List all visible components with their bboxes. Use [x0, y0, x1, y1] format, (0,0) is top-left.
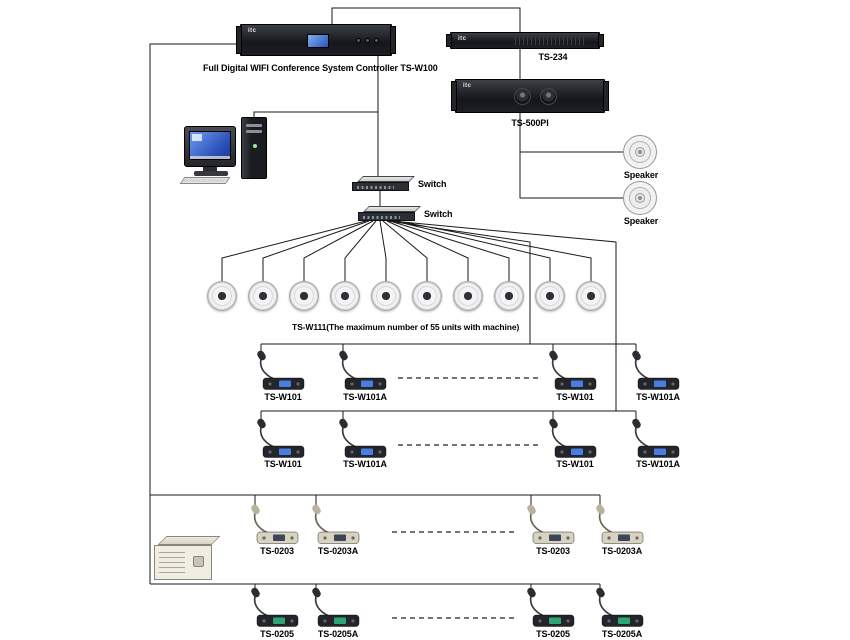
mic-ts-0205a [588, 587, 644, 627]
mic-ts-w101 [541, 418, 597, 458]
mic-label: TS-0205A [317, 629, 359, 639]
mic-label: TS-0205 [536, 629, 570, 639]
monitor-stand [203, 167, 217, 172]
gooseneck-mic-icon [243, 587, 299, 627]
controller-device: itc [236, 24, 396, 56]
vent-slots [515, 37, 585, 45]
mic-ts-w101 [541, 350, 597, 390]
wire-solid [149, 7, 637, 588]
mic-ts-0203a [588, 504, 644, 544]
mic-ts-w101 [249, 350, 305, 390]
mic-label: TS-W101 [264, 459, 302, 469]
network-switch-1 [352, 176, 415, 191]
extension-power-box [154, 536, 221, 580]
mic-ts-w101 [249, 418, 305, 458]
gooseneck-mic-icon [624, 350, 680, 390]
ts234-label: TS-234 [538, 52, 568, 62]
itc-logo: itc [463, 83, 472, 89]
speaker-label-2: Speaker [623, 216, 659, 226]
mic-label: TS-0203 [536, 546, 570, 556]
controller-screen [307, 34, 329, 48]
mic-label: TS-W101 [556, 392, 594, 402]
mic-label: TS-W101 [264, 392, 302, 402]
ceiling-unit-ts-w111 [330, 281, 360, 311]
mic-label: TS-W101A [636, 392, 680, 402]
mic-ts-0205 [243, 587, 299, 627]
mic-label: TS-W101A [343, 459, 387, 469]
ceiling-unit-ts-w111 [576, 281, 606, 311]
ceiling-unit-ts-w111 [412, 281, 442, 311]
switch-label-1: Switch [418, 179, 447, 189]
speaker-label-1: Speaker [623, 170, 659, 180]
gooseneck-mic-icon [331, 418, 387, 458]
mic-ts-0205a [304, 587, 360, 627]
gooseneck-mic-icon [519, 504, 575, 544]
mic-label: TS-W101 [556, 459, 594, 469]
pc-keyboard [179, 177, 231, 184]
itc-logo: itc [248, 28, 257, 34]
ceiling-unit-ts-w111 [494, 281, 524, 311]
gooseneck-mic-icon [541, 418, 597, 458]
gooseneck-mic-icon [249, 418, 305, 458]
ceiling-unit-ts-w111 [453, 281, 483, 311]
mic-label: TS-0203A [317, 546, 359, 556]
ceiling-speaker-icon [623, 135, 657, 169]
mic-ts-w101a [624, 418, 680, 458]
mic-ts-w101a [331, 350, 387, 390]
ceiling-unit-ts-w111 [289, 281, 319, 311]
mic-ts-w101a [331, 418, 387, 458]
mic-ts-0203 [519, 504, 575, 544]
ts500pi-label: TS-500PI [511, 118, 549, 128]
mic-label: TS-0203A [601, 546, 643, 556]
gooseneck-mic-icon [304, 587, 360, 627]
controller-buttons [356, 38, 379, 43]
box-label-sticker [159, 552, 185, 573]
amp-knob-right [540, 88, 557, 105]
mic-label: TS-0203 [260, 546, 294, 556]
gooseneck-mic-icon [588, 504, 644, 544]
amp-knob-left [514, 88, 531, 105]
ceiling-unit-ts-w111 [207, 281, 237, 311]
gooseneck-mic-icon [243, 504, 299, 544]
pc-tower [241, 117, 267, 179]
ceiling-unit-ts-w111 [371, 281, 401, 311]
gooseneck-mic-icon [541, 350, 597, 390]
pc-monitor [184, 126, 236, 167]
gooseneck-mic-icon [249, 350, 305, 390]
wire-ellipsis-dashes [392, 377, 540, 619]
switch-label-2: Switch [424, 209, 453, 219]
box-port [193, 556, 204, 567]
gooseneck-mic-icon [519, 587, 575, 627]
mic-ts-w101a [624, 350, 680, 390]
itc-logo: itc [458, 36, 467, 42]
mic-label: TS-W101A [343, 392, 387, 402]
gooseneck-mic-icon [624, 418, 680, 458]
ceiling-unit-ts-w111 [535, 281, 565, 311]
mic-ts-0203 [243, 504, 299, 544]
mic-ts-0203a [304, 504, 360, 544]
ceiling-row-label: TS-W111(The maximum number of 55 units w… [292, 322, 520, 332]
mic-label: TS-0205A [601, 629, 643, 639]
pc-screen [189, 131, 231, 160]
gooseneck-mic-icon [304, 504, 360, 544]
ceiling-unit-ts-w111 [248, 281, 278, 311]
ts500pi-device: itc [451, 79, 609, 113]
gooseneck-mic-icon [331, 350, 387, 390]
mic-label: TS-W101A [636, 459, 680, 469]
ceiling-speaker-icon [623, 181, 657, 215]
gooseneck-mic-icon [588, 587, 644, 627]
network-switch-2 [358, 206, 421, 221]
mic-ts-0205 [519, 587, 575, 627]
controller-label: Full Digital WIFI Conference System Cont… [203, 63, 438, 73]
ts234-device: itc [446, 32, 604, 49]
mic-label: TS-0205 [260, 629, 294, 639]
monitor-base [194, 171, 228, 176]
